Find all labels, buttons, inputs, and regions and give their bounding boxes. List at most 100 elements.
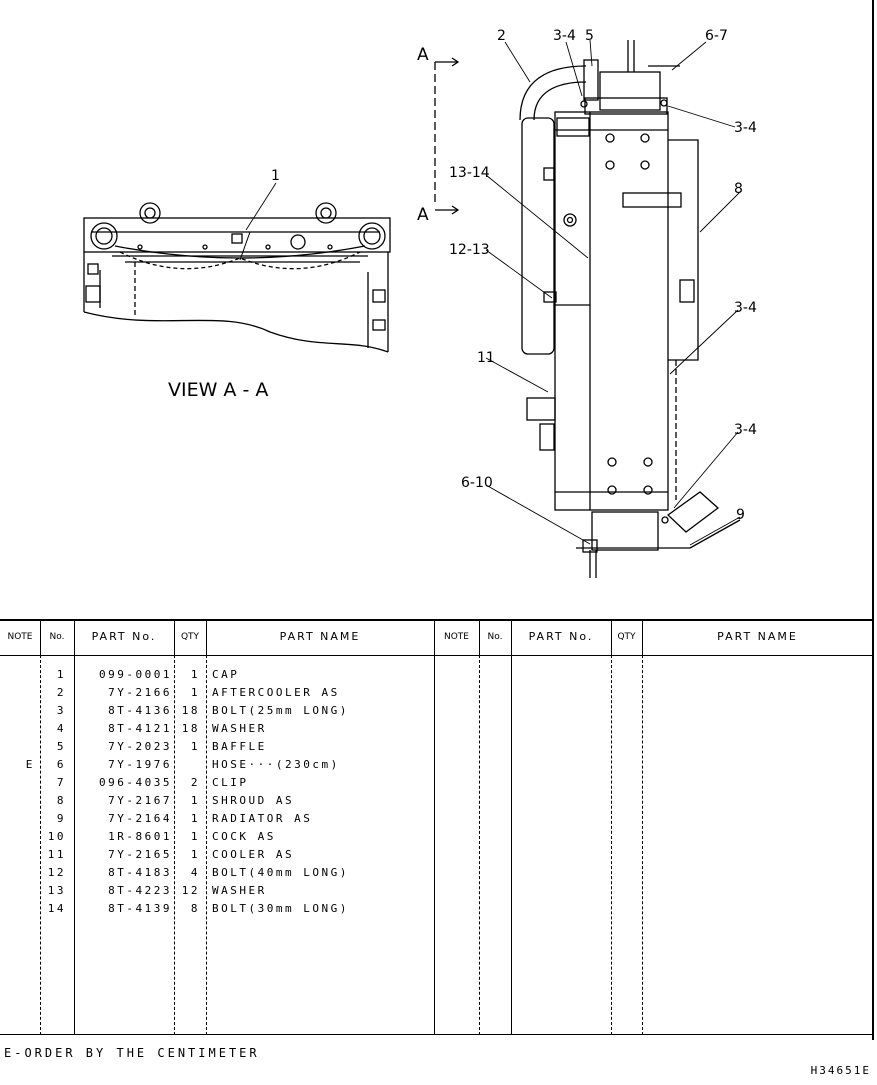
callout-6-10: 6-10 (461, 475, 493, 491)
table-cell-note (20, 846, 38, 864)
header-part-name: PART NAME (279, 630, 361, 643)
view-a-a-label: VIEW A - A (168, 379, 268, 401)
table-cell-part-no: 099-0001 (99, 668, 172, 681)
table-cell-no: 2 (56, 686, 66, 699)
table-cell-qty: 1 (190, 686, 200, 699)
callout-leader-lines (245, 39, 741, 546)
table-cell-note (20, 828, 38, 846)
table-cell-no: 14 (47, 902, 66, 915)
table-cell-part-no: 7Y-1976 (108, 758, 172, 771)
col-rule (479, 619, 480, 655)
col-rule (642, 619, 643, 655)
table-cell-no: 1 (56, 668, 66, 681)
table-header-rule (0, 655, 873, 656)
col-rule (74, 619, 75, 1035)
header-no: No. (49, 632, 65, 642)
table-cell-no: 12 (47, 866, 66, 879)
table-cell-note (20, 774, 38, 792)
section-marker-top: A (417, 45, 429, 65)
table-bottom-rule (0, 1034, 873, 1035)
callout-5: 5 (585, 28, 594, 44)
header-part-no: PART No. (91, 630, 157, 643)
callout-9: 9 (736, 507, 745, 523)
table-cell-name: SHROUD AS (212, 794, 295, 807)
table-cell-note (20, 864, 38, 882)
table-cell-qty: 1 (190, 812, 200, 825)
sheet-id: H34651E (810, 1064, 871, 1077)
col-rule (40, 619, 41, 655)
col-rule (611, 619, 612, 655)
callout-1: 1 (271, 168, 280, 184)
table-cell-name: COCK AS (212, 830, 276, 843)
table-cell-qty: 1 (190, 848, 200, 861)
col-rule (479, 655, 480, 1035)
table-cell-name: WASHER (212, 722, 267, 735)
table-cell-name: BOLT(30mm LONG) (212, 902, 349, 915)
col-rule (511, 619, 512, 1035)
table-cell-part-no: 8T-4121 (108, 722, 172, 735)
table-cell-note: E (25, 758, 33, 771)
header-part-no-right: PART No. (528, 630, 594, 643)
parts-list-table: NOTE No. PART No. QTY PART NAME NOTE No.… (0, 619, 873, 1035)
callout-13-14: 13-14 (449, 165, 490, 181)
col-rule (174, 655, 175, 1035)
table-cell-qty: 18 (181, 722, 200, 735)
table-cell-no: 7 (56, 776, 66, 789)
header-no-right: No. (487, 632, 503, 642)
table-cell-name: BAFFLE (212, 740, 267, 753)
callout-3-4-right-top: 3-4 (734, 120, 757, 136)
table-cell-no: 5 (56, 740, 66, 753)
table-cell-no: 6 (56, 758, 66, 771)
table-cell-part-no: 8T-4223 (108, 884, 172, 897)
table-cell-no: 3 (56, 704, 66, 717)
table-cell-part-no: 8T-4136 (108, 704, 172, 717)
table-cell-no: 4 (56, 722, 66, 735)
table-cell-name: COOLER AS (212, 848, 295, 861)
callout-11: 11 (477, 350, 495, 366)
table-cell-qty: 1 (190, 830, 200, 843)
table-cell-part-no: 7Y-2167 (108, 794, 172, 807)
table-cell-qty: 18 (181, 704, 200, 717)
callout-3-4-right-mid: 3-4 (734, 300, 757, 316)
callout-3-4-top: 3-4 (553, 28, 576, 44)
header-qty: QTY (180, 632, 200, 642)
col-rule (434, 619, 435, 1035)
col-rule (174, 619, 175, 655)
header-note-right: NOTE (443, 632, 469, 642)
section-marker-bottom: A (417, 205, 429, 225)
table-cell-note (20, 666, 38, 684)
col-rule (642, 655, 643, 1035)
table-cell-note (20, 810, 38, 828)
table-cell-note (20, 738, 38, 756)
exploded-parts-drawing: VIEW A - A (83, 28, 757, 578)
callout-3-4-right-low: 3-4 (734, 422, 757, 438)
col-rule (40, 655, 41, 1035)
table-cell-qty: 8 (190, 902, 200, 915)
callout-8: 8 (734, 181, 743, 197)
table-cell-name: AFTERCOOLER AS (212, 686, 340, 699)
col-rule (206, 655, 207, 1035)
table-cell-note (20, 702, 38, 720)
table-cell-part-no: 8T-4139 (108, 902, 172, 915)
header-note: NOTE (7, 632, 33, 642)
table-cell-part-no: 7Y-2166 (108, 686, 172, 699)
table-cell-part-no: 8T-4183 (108, 866, 172, 879)
table-cell-note (20, 684, 38, 702)
radiator-assembly-illustration (434, 40, 741, 578)
table-cell-no: 10 (47, 830, 66, 843)
table-cell-part-no: 7Y-2165 (108, 848, 172, 861)
table-cell-part-no: 7Y-2023 (108, 740, 172, 753)
table-cell-part-no: 096-4035 (99, 776, 172, 789)
col-rule (611, 655, 612, 1035)
table-cell-name: BOLT(25mm LONG) (212, 704, 349, 717)
table-cell-no: 13 (47, 884, 66, 897)
table-cell-name: RADIATOR AS (212, 812, 313, 825)
table-cell-part-no: 7Y-2164 (108, 812, 172, 825)
table-cell-qty: 1 (190, 740, 200, 753)
table-cell-name: WASHER (212, 884, 267, 897)
callout-labels: 1 2 3-4 5 6-7 3-4 8 13-14 12-13 3-4 11 3… (271, 28, 757, 523)
table-cell-note (20, 792, 38, 810)
header-part-name-right: PART NAME (717, 630, 798, 643)
callout-12-13: 12-13 (449, 242, 490, 258)
page-right-border (872, 0, 874, 1040)
